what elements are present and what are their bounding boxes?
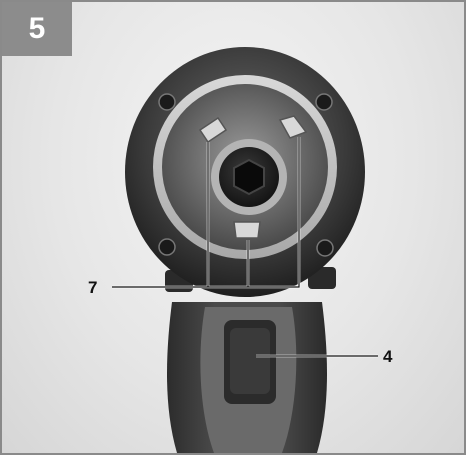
screws <box>158 93 334 257</box>
callout-label-7: 7 <box>88 278 98 297</box>
figure-number: 5 <box>2 2 72 56</box>
work-light-leds <box>198 115 308 239</box>
callout-label-4: 4 <box>383 347 393 366</box>
hex-socket <box>233 158 265 196</box>
